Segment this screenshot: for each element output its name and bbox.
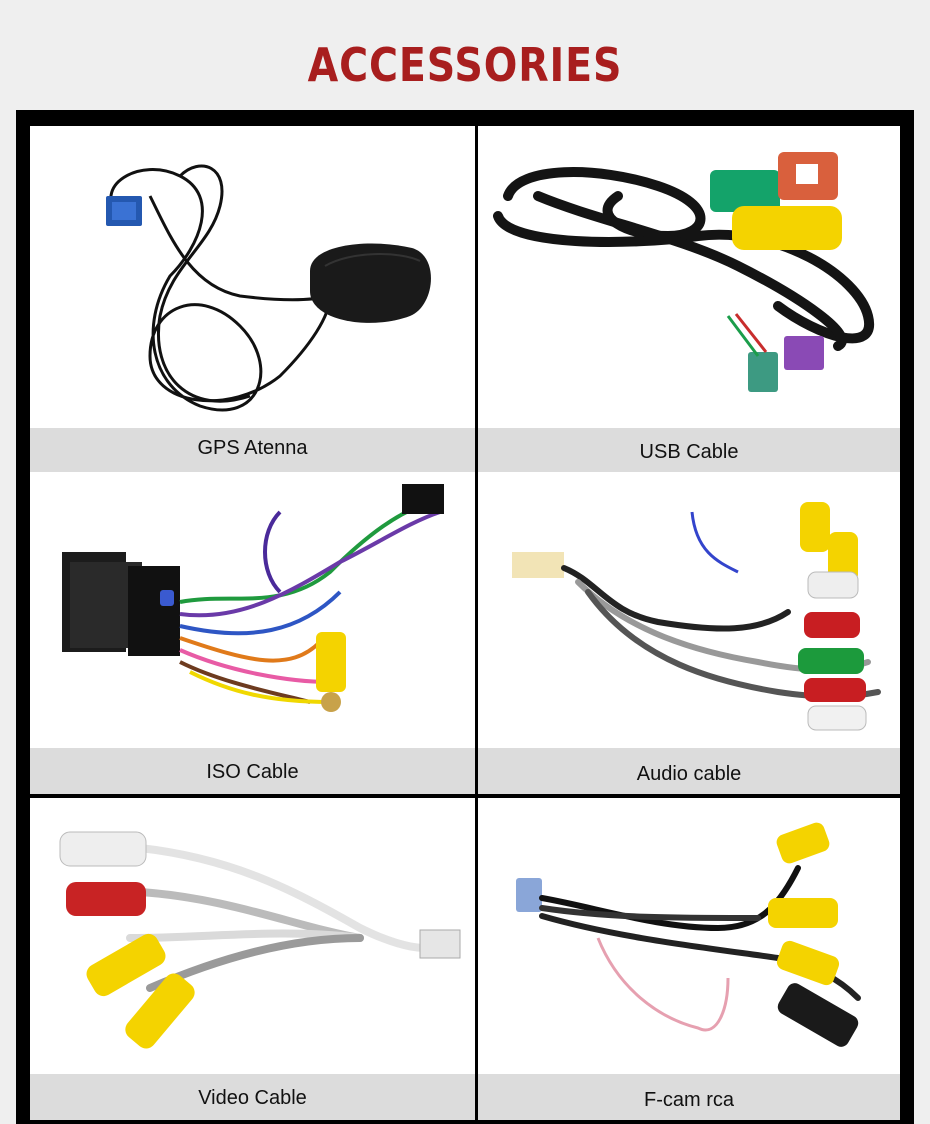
rca-red-icon (804, 612, 860, 638)
gps-puck-icon (310, 243, 431, 323)
product-card-audio-cable: Audio cable (478, 472, 900, 794)
item-caption: GPS Atenna (30, 428, 475, 472)
page-title: ACCESSORIES (307, 38, 623, 92)
fcam-rca-photo (516, 822, 861, 1047)
product-card-usb-cable: USB Cable (478, 126, 900, 472)
rca-yellow-icon (86, 933, 166, 997)
rca-yellow-icon (828, 532, 858, 582)
rca-yellow-icon (316, 632, 346, 692)
item-caption: Audio cable (478, 748, 900, 794)
rca-yellow-icon (732, 206, 842, 250)
connector-beige-icon (512, 552, 564, 578)
item-caption: F-cam rca (478, 1074, 900, 1120)
rca-green-icon (798, 648, 864, 674)
video-cable-photo (59, 831, 461, 1049)
rca-yellow-icon (776, 822, 830, 864)
teal-connector-icon (748, 352, 778, 392)
accessories-grid: GPS Atenna USB Cable (16, 110, 914, 1124)
rca-red-icon (66, 882, 146, 916)
rca-yellow-icon (768, 898, 838, 928)
connector-grey-icon (419, 929, 461, 959)
rca-yellow-icon (800, 502, 830, 552)
product-card-iso-cable: ISO Cable (30, 472, 475, 794)
rca-yellow-icon (125, 973, 195, 1049)
gps-antenna-photo (106, 164, 431, 412)
usb-port-green-icon (710, 170, 780, 212)
iso-cable-photo (62, 484, 444, 712)
rca-white-icon (807, 705, 867, 731)
purple-connector-icon (784, 336, 824, 370)
rca-black-icon (777, 983, 859, 1047)
product-card-gps-antenna: GPS Atenna (30, 126, 475, 472)
item-caption: ISO Cable (30, 748, 475, 794)
rca-red-icon (804, 678, 866, 702)
product-card-fcam-rca: F-cam rca (478, 798, 900, 1120)
audio-cable-photo (512, 502, 881, 731)
item-caption: USB Cable (478, 428, 900, 472)
molex-connector-icon (402, 484, 444, 514)
blue-connector-icon (516, 878, 542, 912)
usb-cable-photo (493, 152, 875, 392)
rca-white-icon (807, 571, 859, 599)
rca-white-icon (59, 831, 147, 867)
rca-yellow-icon (776, 940, 840, 986)
product-card-video-cable: Video Cable (30, 798, 475, 1120)
item-caption: Video Cable (30, 1074, 475, 1120)
